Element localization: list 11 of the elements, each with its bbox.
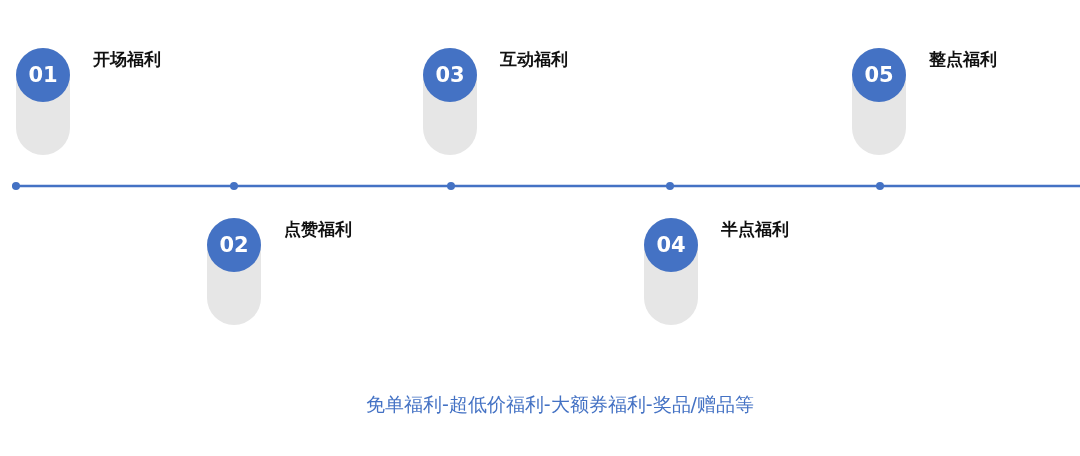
step-number-circle: 02 xyxy=(207,218,261,272)
step-title: 整点福利 xyxy=(929,48,997,71)
step-number-circle: 01 xyxy=(16,48,70,102)
step-title: 互动福利 xyxy=(500,48,568,71)
step-title: 开场福利 xyxy=(93,48,161,71)
step-title: 点赞福利 xyxy=(284,218,352,241)
step-title: 半点福利 xyxy=(721,218,789,241)
step-number-circle: 04 xyxy=(644,218,698,272)
step-number-circle: 03 xyxy=(423,48,477,102)
summary-note: 免单福利-超低价福利-大额券福利-奖品/赠品等 xyxy=(366,393,754,415)
step-number-circle: 05 xyxy=(852,48,906,102)
